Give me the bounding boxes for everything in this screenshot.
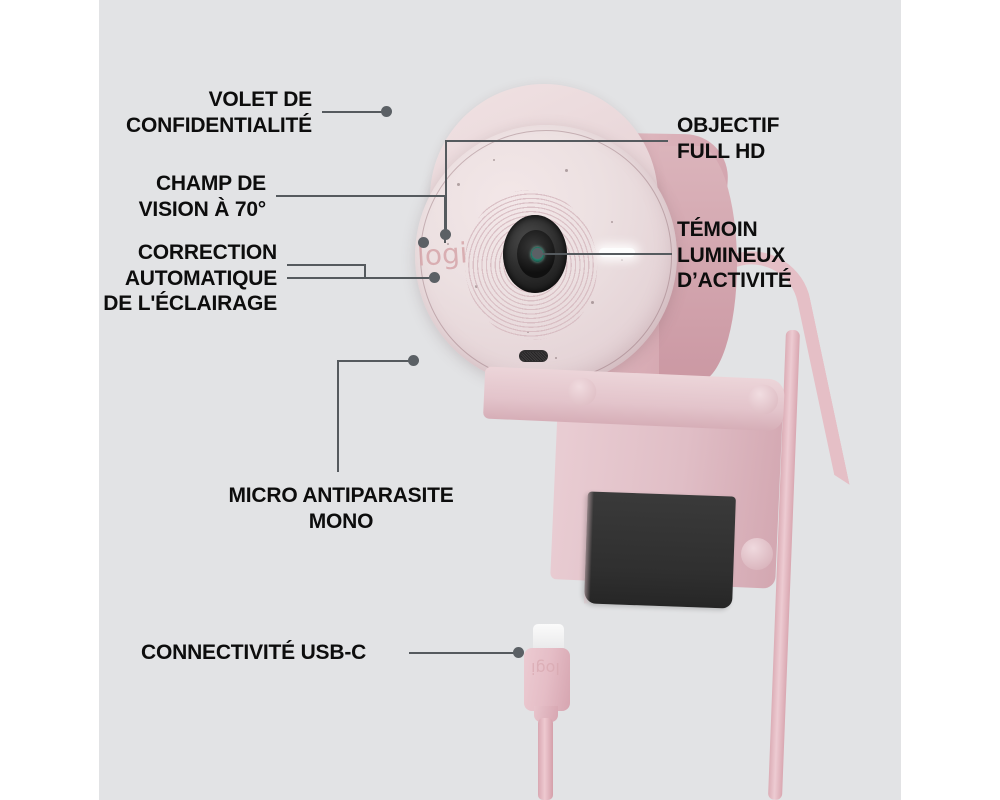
- diagram-canvas: logi logi: [99, 0, 901, 800]
- leader-dot-auto-light: [429, 272, 440, 283]
- label-auto-light-correction: CORRECTION AUTOMATIQUE DE L'ÉCLAIRAGE: [103, 241, 277, 316]
- leader-line-activity-led: [542, 253, 672, 255]
- microphone-grille: [519, 350, 548, 362]
- usb-c-connector-body: [524, 648, 570, 711]
- leader-dot-fov: [418, 237, 429, 248]
- leader-line-lens-v: [445, 140, 447, 232]
- leader-line-usbc: [409, 652, 519, 654]
- leader-line-auto-light-v: [364, 264, 366, 278]
- label-field-of-view: CHAMP DE VISION À 70°: [138, 172, 267, 221]
- leader-line-privacy-shutter: [322, 111, 385, 113]
- leader-line-mic-v: [337, 360, 339, 472]
- leader-line-lens-h: [446, 140, 668, 142]
- label-usb-c-connectivity: CONNECTIVITÉ USB-C: [141, 641, 367, 664]
- usb-c-connector-tip: [533, 624, 564, 650]
- leader-dot-activity-led: [532, 248, 543, 259]
- leader-line-mic-h: [337, 360, 414, 362]
- leader-dot-mic: [408, 355, 419, 366]
- monitor-clip-pad: [584, 491, 736, 609]
- leader-line-auto-light-h2: [287, 277, 429, 279]
- leader-line-fov-h: [276, 195, 446, 197]
- leader-line-auto-light-h1: [287, 264, 365, 266]
- leader-dot-usbc: [513, 647, 524, 658]
- leader-dot-privacy-shutter: [381, 106, 392, 117]
- label-activity-led: TÉMOIN LUMINEUX D’ACTIVITÉ: [677, 218, 792, 293]
- leader-dot-lens: [440, 229, 451, 240]
- label-privacy-shutter: VOLET DE CONFIDENTIALITÉ: [126, 88, 312, 137]
- label-lens-full-hd: OBJECTIF FULL HD: [677, 114, 780, 163]
- usb-c-logi-wordmark: logi: [531, 659, 560, 678]
- webcam-product-illustration: logi logi: [99, 0, 901, 800]
- activity-led-indicator: [599, 248, 635, 257]
- label-mono-noise-reducing-mic: MICRO ANTIPARASITE MONO: [228, 484, 454, 533]
- usb-c-cord: [538, 718, 553, 800]
- leader-line-fov-v: [444, 195, 446, 243]
